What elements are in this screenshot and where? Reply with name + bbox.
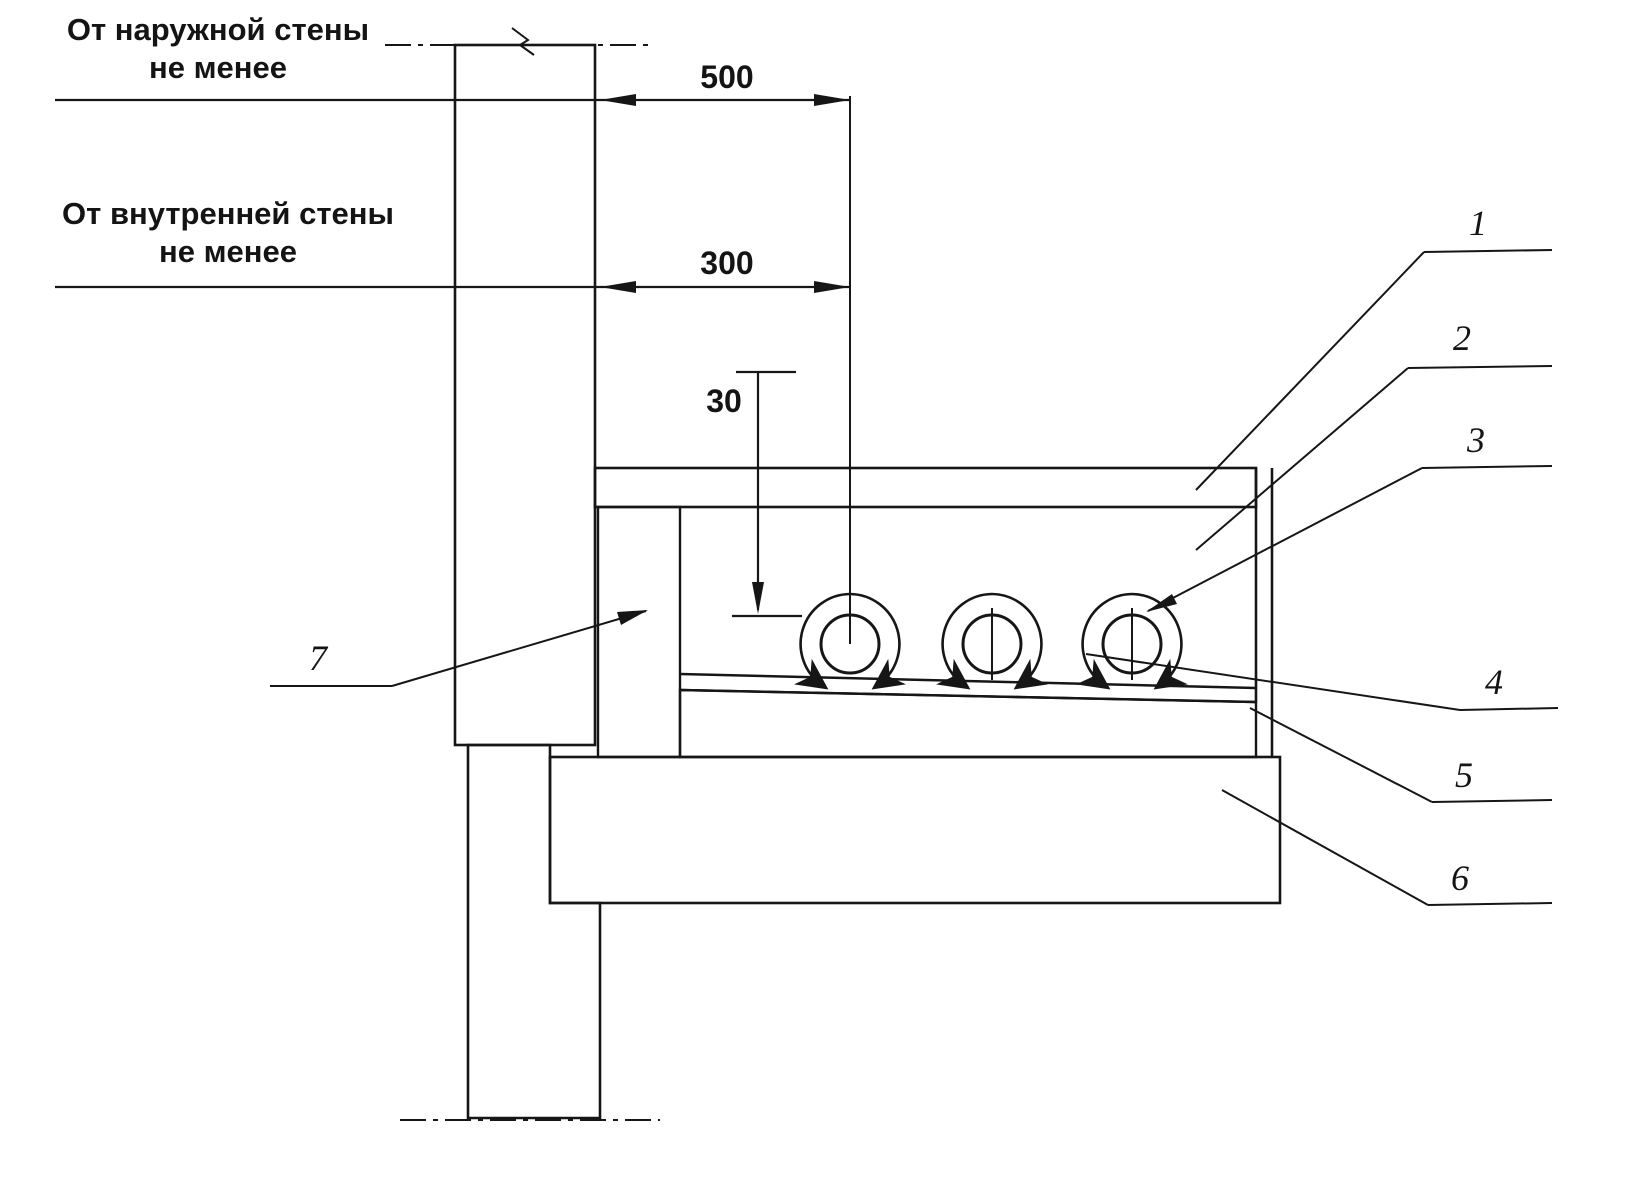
callout-6-number: 6 [1451, 858, 1469, 898]
edge-insulation-block [596, 505, 682, 759]
break-mark [511, 27, 535, 56]
flow-arrow-right-1 [849, 592, 907, 690]
dimension-500: 500 [55, 59, 850, 106]
outer-wall-label-line2: не менее [149, 50, 287, 85]
flow-arrow-left-2 [935, 592, 993, 690]
callout-4: 4 [1085, 653, 1559, 711]
outer-wall-upper [453, 43, 597, 747]
dim-arrow-right [814, 281, 850, 293]
dimension-30: 30 [706, 370, 802, 618]
callout-2: 2 [1195, 318, 1553, 551]
callout-6: 6 [1221, 789, 1553, 906]
callout-3-arrowhead [1146, 594, 1177, 612]
callout-1-number: 1 [1469, 203, 1487, 243]
flow-arrow-right-3 [1131, 592, 1189, 690]
callout-3: 3 [1146, 420, 1553, 612]
inner-wall-label-line1: От внутренней стены [62, 196, 394, 231]
dim-arrow-left [600, 94, 636, 106]
callout-1: 1 [1195, 203, 1553, 491]
flow-arrow-right-2 [991, 592, 1049, 690]
callout-2-number: 2 [1453, 318, 1471, 358]
callout-7-arrowhead [617, 610, 648, 625]
heating-pipes [793, 592, 1189, 690]
outer-wall-label-line1: От наружной стены [67, 12, 369, 47]
callout-5-number: 5 [1455, 755, 1473, 795]
callout-7-number: 7 [309, 638, 329, 678]
callout-7: 7 [270, 610, 648, 687]
flow-arrow-left-1 [793, 592, 851, 690]
outer-wall-lower [466, 743, 602, 1120]
callout-5: 5 [1249, 707, 1553, 803]
dimension-30-value: 30 [706, 383, 742, 419]
dimension-300: 300 [55, 245, 850, 293]
dimension-500-value: 500 [700, 59, 753, 95]
flow-arrow-left-3 [1075, 592, 1133, 690]
callout-4-number: 4 [1485, 662, 1503, 702]
dim-arrow-left [600, 281, 636, 293]
callout-3-number: 3 [1466, 420, 1485, 460]
dimension-300-value: 300 [700, 245, 753, 281]
dim-arrow-right [814, 94, 850, 106]
floor-slab [548, 755, 1282, 905]
top-cover-plate [593, 466, 1258, 509]
inner-wall-label-line2: не менее [159, 234, 297, 269]
dim-arrow-down [752, 582, 764, 614]
wall-section [385, 27, 660, 1121]
